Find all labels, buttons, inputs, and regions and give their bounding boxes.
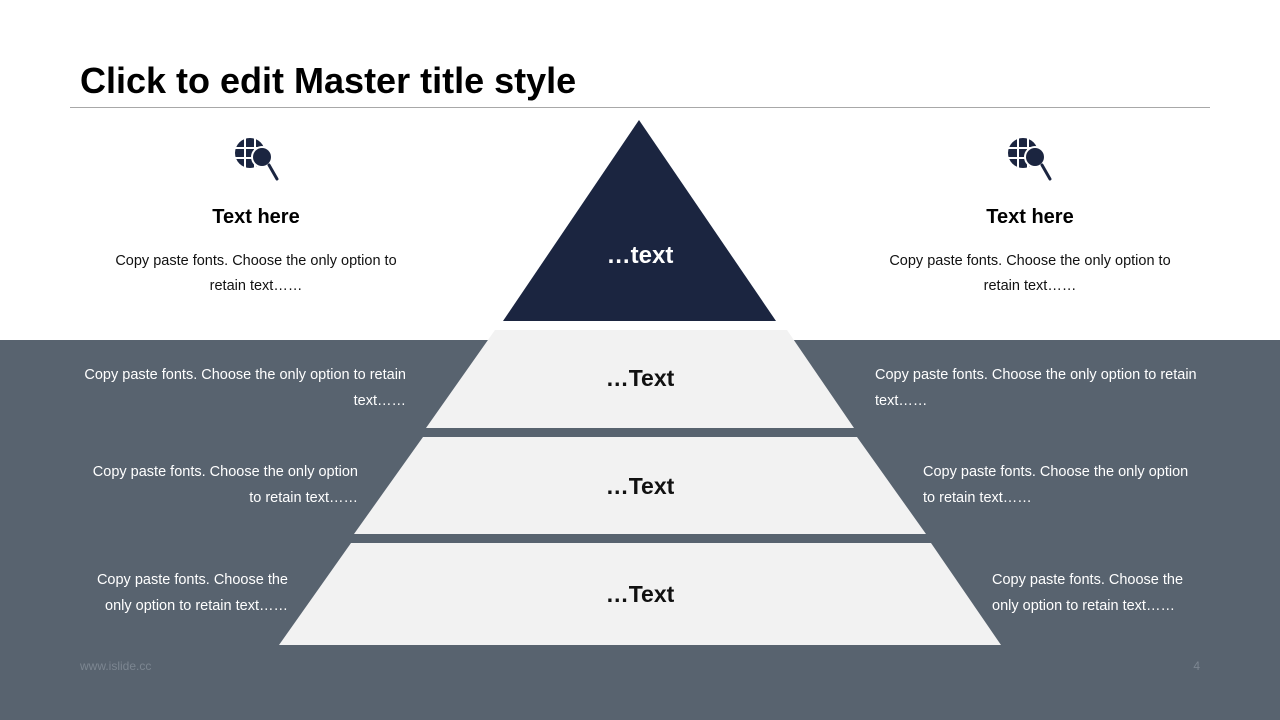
side-note-left-1: Copy paste fonts. Choose the only option… [84,367,406,409]
side-note-right-2: Copy paste fonts. Choose the only option… [923,464,1189,506]
pyramid-label-2: …Text [605,365,675,391]
side-note-left-2: Copy paste fonts. Choose the only option… [92,464,358,506]
pyramid-level-4[interactable] [279,543,1001,645]
pyramid-label-4: …Text [605,581,675,607]
pyramid-level-3[interactable] [354,437,926,534]
feature-heading-left: Text here [212,206,300,228]
side-note-left-3: Copy paste fonts. Choose the only option… [96,572,288,614]
side-note-right-3: Copy paste fonts. Choose the only option… [992,572,1184,614]
globe-search-icon [235,138,279,181]
title-divider [70,107,1210,108]
page-number: 4 [1193,659,1200,673]
pyramid-label-1: …text [606,242,674,269]
slide-title[interactable]: Click to edit Master title style [80,60,577,101]
footer-url[interactable]: www.islide.cc [80,659,152,673]
feature-text-left: Copy paste fonts. Choose the only option… [115,253,397,294]
pyramid-label-3: …Text [605,473,675,499]
side-note-right-1: Copy paste fonts. Choose the only option… [875,367,1197,409]
feature-text-right: Copy paste fonts. Choose the only option… [889,253,1171,294]
pyramid-level-2[interactable] [426,330,854,428]
globe-search-icon [1008,138,1052,181]
pyramid-level-1[interactable] [503,120,776,321]
feature-heading-right: Text here [986,206,1074,228]
